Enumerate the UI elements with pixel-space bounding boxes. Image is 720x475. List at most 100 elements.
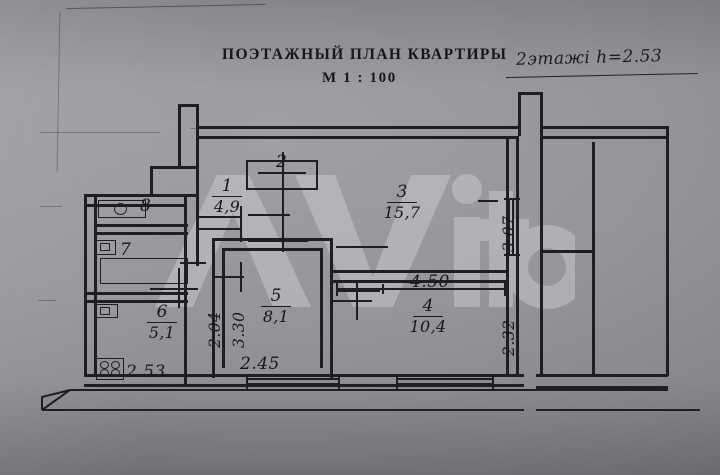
room-label-4: 4 10,4 (400, 296, 456, 336)
door-opening-room6 (150, 288, 198, 290)
dimension-bottom-center: 2.45 (240, 354, 280, 374)
room-label-7: 7 (120, 240, 131, 260)
dim-end-4-50-right (504, 282, 506, 296)
dim-mid-4-50 (382, 284, 384, 294)
window-bottom-a-jamb-r (338, 374, 340, 390)
wall-room5-left (212, 238, 215, 378)
room-4-number: 4 (422, 296, 434, 316)
stove-burner-icon (111, 361, 120, 369)
window-bottom-b-1 (396, 378, 492, 380)
wall-left-inner (94, 194, 97, 374)
door-opening-room1 (196, 216, 240, 218)
room-label-1: 1 4,9 (204, 178, 250, 215)
room-5-area: 8,1 (262, 307, 290, 326)
wall-top-right-inner (540, 136, 668, 139)
wall-landing-divider (540, 250, 594, 253)
wall-room3-room4-divider (330, 270, 508, 273)
room-4-area: 10,4 (409, 317, 447, 336)
room-6-number: 6 (156, 302, 168, 322)
wall-room7-room6-divider (84, 292, 188, 295)
door-opening-room1-b (196, 228, 240, 230)
stove-fixture-icon (96, 358, 124, 380)
room-label-8: 8 (140, 196, 151, 216)
wall-stub-foot (150, 166, 196, 169)
room-5-rule (261, 306, 291, 307)
door-leaf-room2 (258, 172, 306, 174)
window-bottom-b-jamb-l (396, 374, 398, 390)
window-right-sill (504, 254, 520, 256)
page-title: ПОЭТАЖНЫЙ ПЛАН КВАРТИРЫ (222, 46, 508, 63)
dimension-left-vertical-upper: 2.04 (206, 311, 224, 348)
wall-bottom-inner (84, 384, 524, 387)
wall-top-inner (196, 136, 518, 139)
wall-room5-right-inner (320, 248, 323, 368)
door-jamb-room1 (240, 206, 242, 242)
dimension-right-vertical-upper: 3.07 (500, 215, 518, 252)
handwritten-floor-note: 2этажi h=2.53 (515, 46, 663, 70)
room-1-rule (212, 196, 242, 197)
paper-scratch (38, 300, 56, 301)
door-opening-room5 (214, 276, 244, 278)
door-jamb-room2-right (316, 160, 318, 190)
door-jamb-room6 (178, 268, 180, 308)
wall-left-outer (84, 194, 87, 374)
room-5-number: 5 (270, 286, 282, 306)
door-opening-room4 (330, 300, 372, 302)
wall-stub-foot-v (150, 166, 153, 194)
dimension-right-vertical-lower: 2.32 (500, 319, 518, 356)
wall-stair-cap (518, 92, 542, 95)
wall-bottom-right-outer (536, 374, 668, 377)
dimension-bottom-left: 2.53 (126, 362, 166, 382)
dimension-middle-right: 4.50 (410, 272, 450, 292)
wall-top-right-outer (540, 126, 668, 129)
room-label-3: 3 15,7 (374, 182, 430, 222)
window-bottom-a-2 (246, 383, 338, 385)
stove-burner-icon (100, 369, 109, 377)
wall-landing-right (592, 142, 595, 374)
wall-room8-room7-divider-inner (96, 232, 188, 235)
room-6-area: 5,1 (148, 323, 176, 342)
sink-fixture-room8 (98, 200, 146, 218)
sink-bowl-icon (114, 203, 127, 215)
scale-label: М 1 : 100 (322, 70, 397, 86)
wall-room8-room7-divider (96, 224, 188, 227)
room-3-area: 15,7 (383, 203, 421, 222)
room-1-area: 4,9 (213, 197, 241, 216)
door-opening-room2 (246, 188, 316, 190)
wall-left-top-inner (84, 204, 184, 207)
dim-tick-f (478, 200, 498, 202)
door-jamb-room2-left (246, 160, 248, 190)
room-3-number: 3 (396, 182, 408, 202)
window-bottom-a-1 (246, 378, 338, 380)
wall-top-stub-cap (178, 104, 198, 107)
washbasin-fixture-room6 (96, 304, 118, 318)
ground-apron (41, 389, 700, 411)
room-label-6: 6 5,1 (138, 304, 186, 341)
wall-room5-right (330, 238, 333, 378)
bathtub-fixture-room7 (100, 258, 188, 284)
wall-stair-left (518, 92, 521, 136)
washbasin-bowl-icon (100, 307, 110, 315)
dimension-center-vertical: 3.30 (230, 311, 248, 348)
dim-tick-b (248, 240, 308, 242)
stove-burner-icon (111, 369, 120, 377)
toilet-bowl-icon (100, 243, 110, 251)
room-3-rule (387, 202, 417, 203)
dim-line-4-50 (336, 288, 504, 290)
window-right-head (504, 198, 520, 200)
room-label-2: 2 (276, 152, 287, 172)
door-jamb-room5 (240, 262, 242, 292)
door-axis-room2 (282, 152, 284, 252)
wall-bottom-right-inner (536, 386, 668, 389)
window-right-b (512, 200, 514, 254)
stove-burner-icon (100, 361, 109, 369)
room-6-rule (147, 322, 177, 323)
wall-top-outer (196, 126, 518, 129)
toilet-fixture-room7 (96, 240, 116, 255)
dim-end-4-50-left (336, 282, 338, 296)
room-1-number: 1 (221, 176, 233, 196)
wall-room3-room4-divider-inner (330, 280, 508, 283)
dim-tick-a (248, 214, 290, 216)
